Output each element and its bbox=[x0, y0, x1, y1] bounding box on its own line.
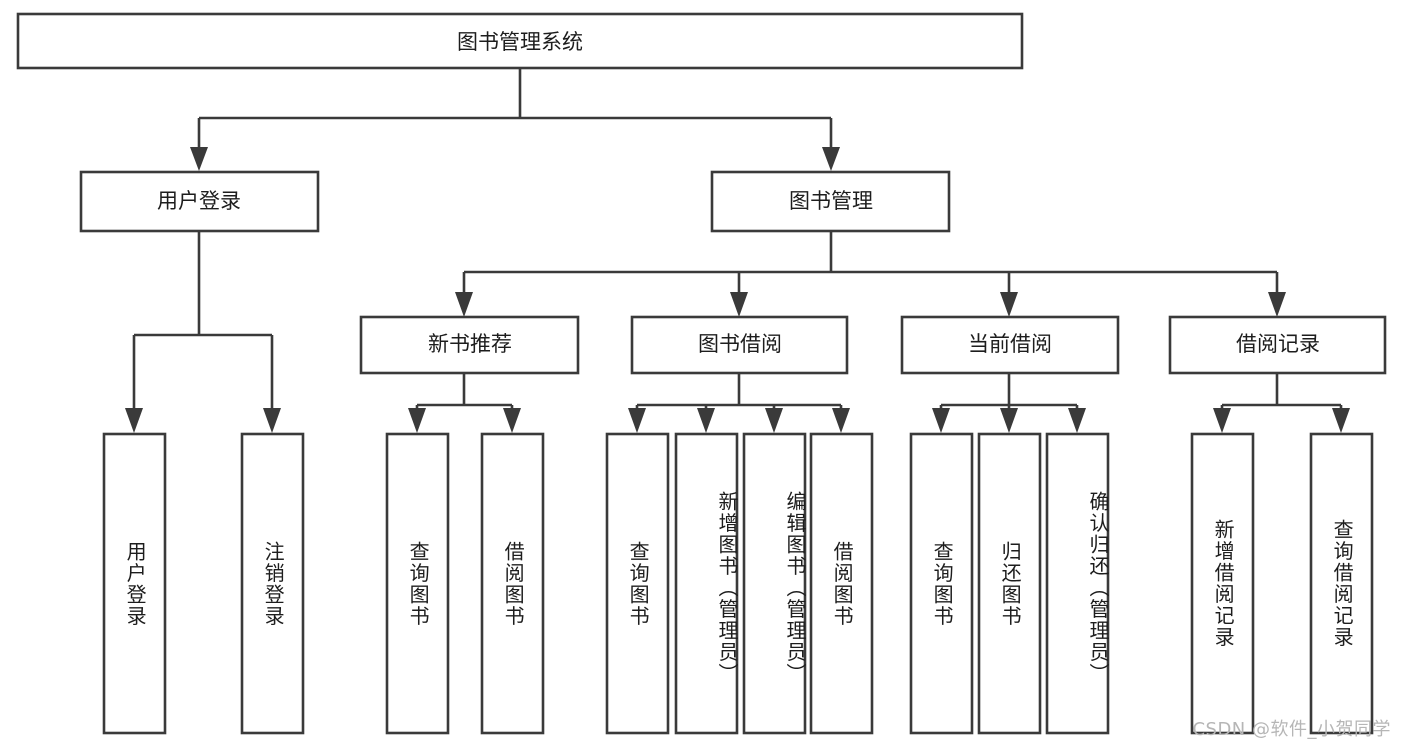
node-current-borrow-label: 当前借阅 bbox=[968, 332, 1052, 356]
arrowhead-bb-leaf1 bbox=[628, 408, 646, 433]
arrowhead-nb-leaf1 bbox=[408, 408, 426, 433]
node-book-manage-label: 图书管理 bbox=[789, 189, 873, 213]
node-root-label: 图书管理系统 bbox=[457, 30, 583, 54]
arrowhead-leaf-user-login bbox=[125, 408, 143, 433]
leaf-box-bb-edit-book[interactable] bbox=[742, 432, 807, 735]
arrowhead-bb-leaf4 bbox=[832, 408, 850, 433]
node-book-borrow-label: 图书借阅 bbox=[698, 332, 782, 356]
node-borrow-record-box[interactable] bbox=[1168, 315, 1387, 375]
node-current-borrow-box[interactable] bbox=[900, 315, 1120, 375]
leaf-box-bb-query-book[interactable] bbox=[605, 432, 670, 735]
leaf-box-user-login[interactable] bbox=[102, 432, 167, 735]
node-root-box[interactable] bbox=[16, 12, 1024, 70]
node-book-borrow-box[interactable] bbox=[630, 315, 849, 375]
arrowhead-nb-leaf2 bbox=[503, 408, 521, 433]
arrowhead-bb-leaf2 bbox=[697, 408, 715, 433]
leaf-box-bb-borrow-book[interactable] bbox=[809, 432, 874, 735]
leaf-box-br-query-record[interactable] bbox=[1309, 432, 1374, 735]
node-borrow-record-label: 借阅记录 bbox=[1236, 332, 1320, 356]
connector-layer bbox=[125, 68, 1350, 433]
node-book-manage-box[interactable] bbox=[710, 170, 951, 233]
node-new-book-box[interactable] bbox=[359, 315, 580, 375]
leaf-box-cb-return-book[interactable] bbox=[977, 432, 1042, 735]
arrowhead-book-borrow bbox=[730, 292, 748, 317]
arrowhead-cb-leaf3 bbox=[1068, 408, 1086, 433]
arrowhead-borrow-record bbox=[1268, 292, 1286, 317]
leaf-box-br-add-record[interactable] bbox=[1190, 432, 1255, 735]
arrowhead-book-manage bbox=[822, 147, 840, 171]
arrowhead-br-leaf2 bbox=[1332, 408, 1350, 433]
arrowhead-br-leaf1 bbox=[1213, 408, 1231, 433]
leaf-box-nb-borrow-book[interactable] bbox=[480, 432, 545, 735]
leaf-box-cb-confirm-return[interactable] bbox=[1045, 432, 1110, 735]
arrowhead-user-login bbox=[190, 147, 208, 171]
leaf-box-nb-query-book[interactable] bbox=[385, 432, 450, 735]
node-user-login-label: 用户登录 bbox=[157, 189, 241, 213]
leaf-box-bb-add-book[interactable] bbox=[674, 432, 739, 735]
leaf-box-cb-query-book[interactable] bbox=[909, 432, 974, 735]
arrowhead-leaf-logout bbox=[263, 408, 281, 433]
csdn-watermark: CSDN @软件_小贺同学 bbox=[1192, 719, 1391, 740]
arrowhead-cb-leaf2 bbox=[1000, 408, 1018, 433]
leaf-box-logout[interactable] bbox=[240, 432, 305, 735]
arrowhead-current-borrow bbox=[1000, 292, 1018, 317]
node-new-book-label: 新书推荐 bbox=[428, 332, 512, 356]
arrowhead-cb-leaf1 bbox=[932, 408, 950, 433]
node-user-login-box[interactable] bbox=[79, 170, 320, 233]
arrowhead-bb-leaf3 bbox=[765, 408, 783, 433]
arrowhead-new-book bbox=[455, 292, 473, 317]
node-layer: 图书管理系统 用户登录 图书管理 新书推荐 图书借阅 当前借阅 借阅记录 bbox=[16, 12, 1387, 735]
